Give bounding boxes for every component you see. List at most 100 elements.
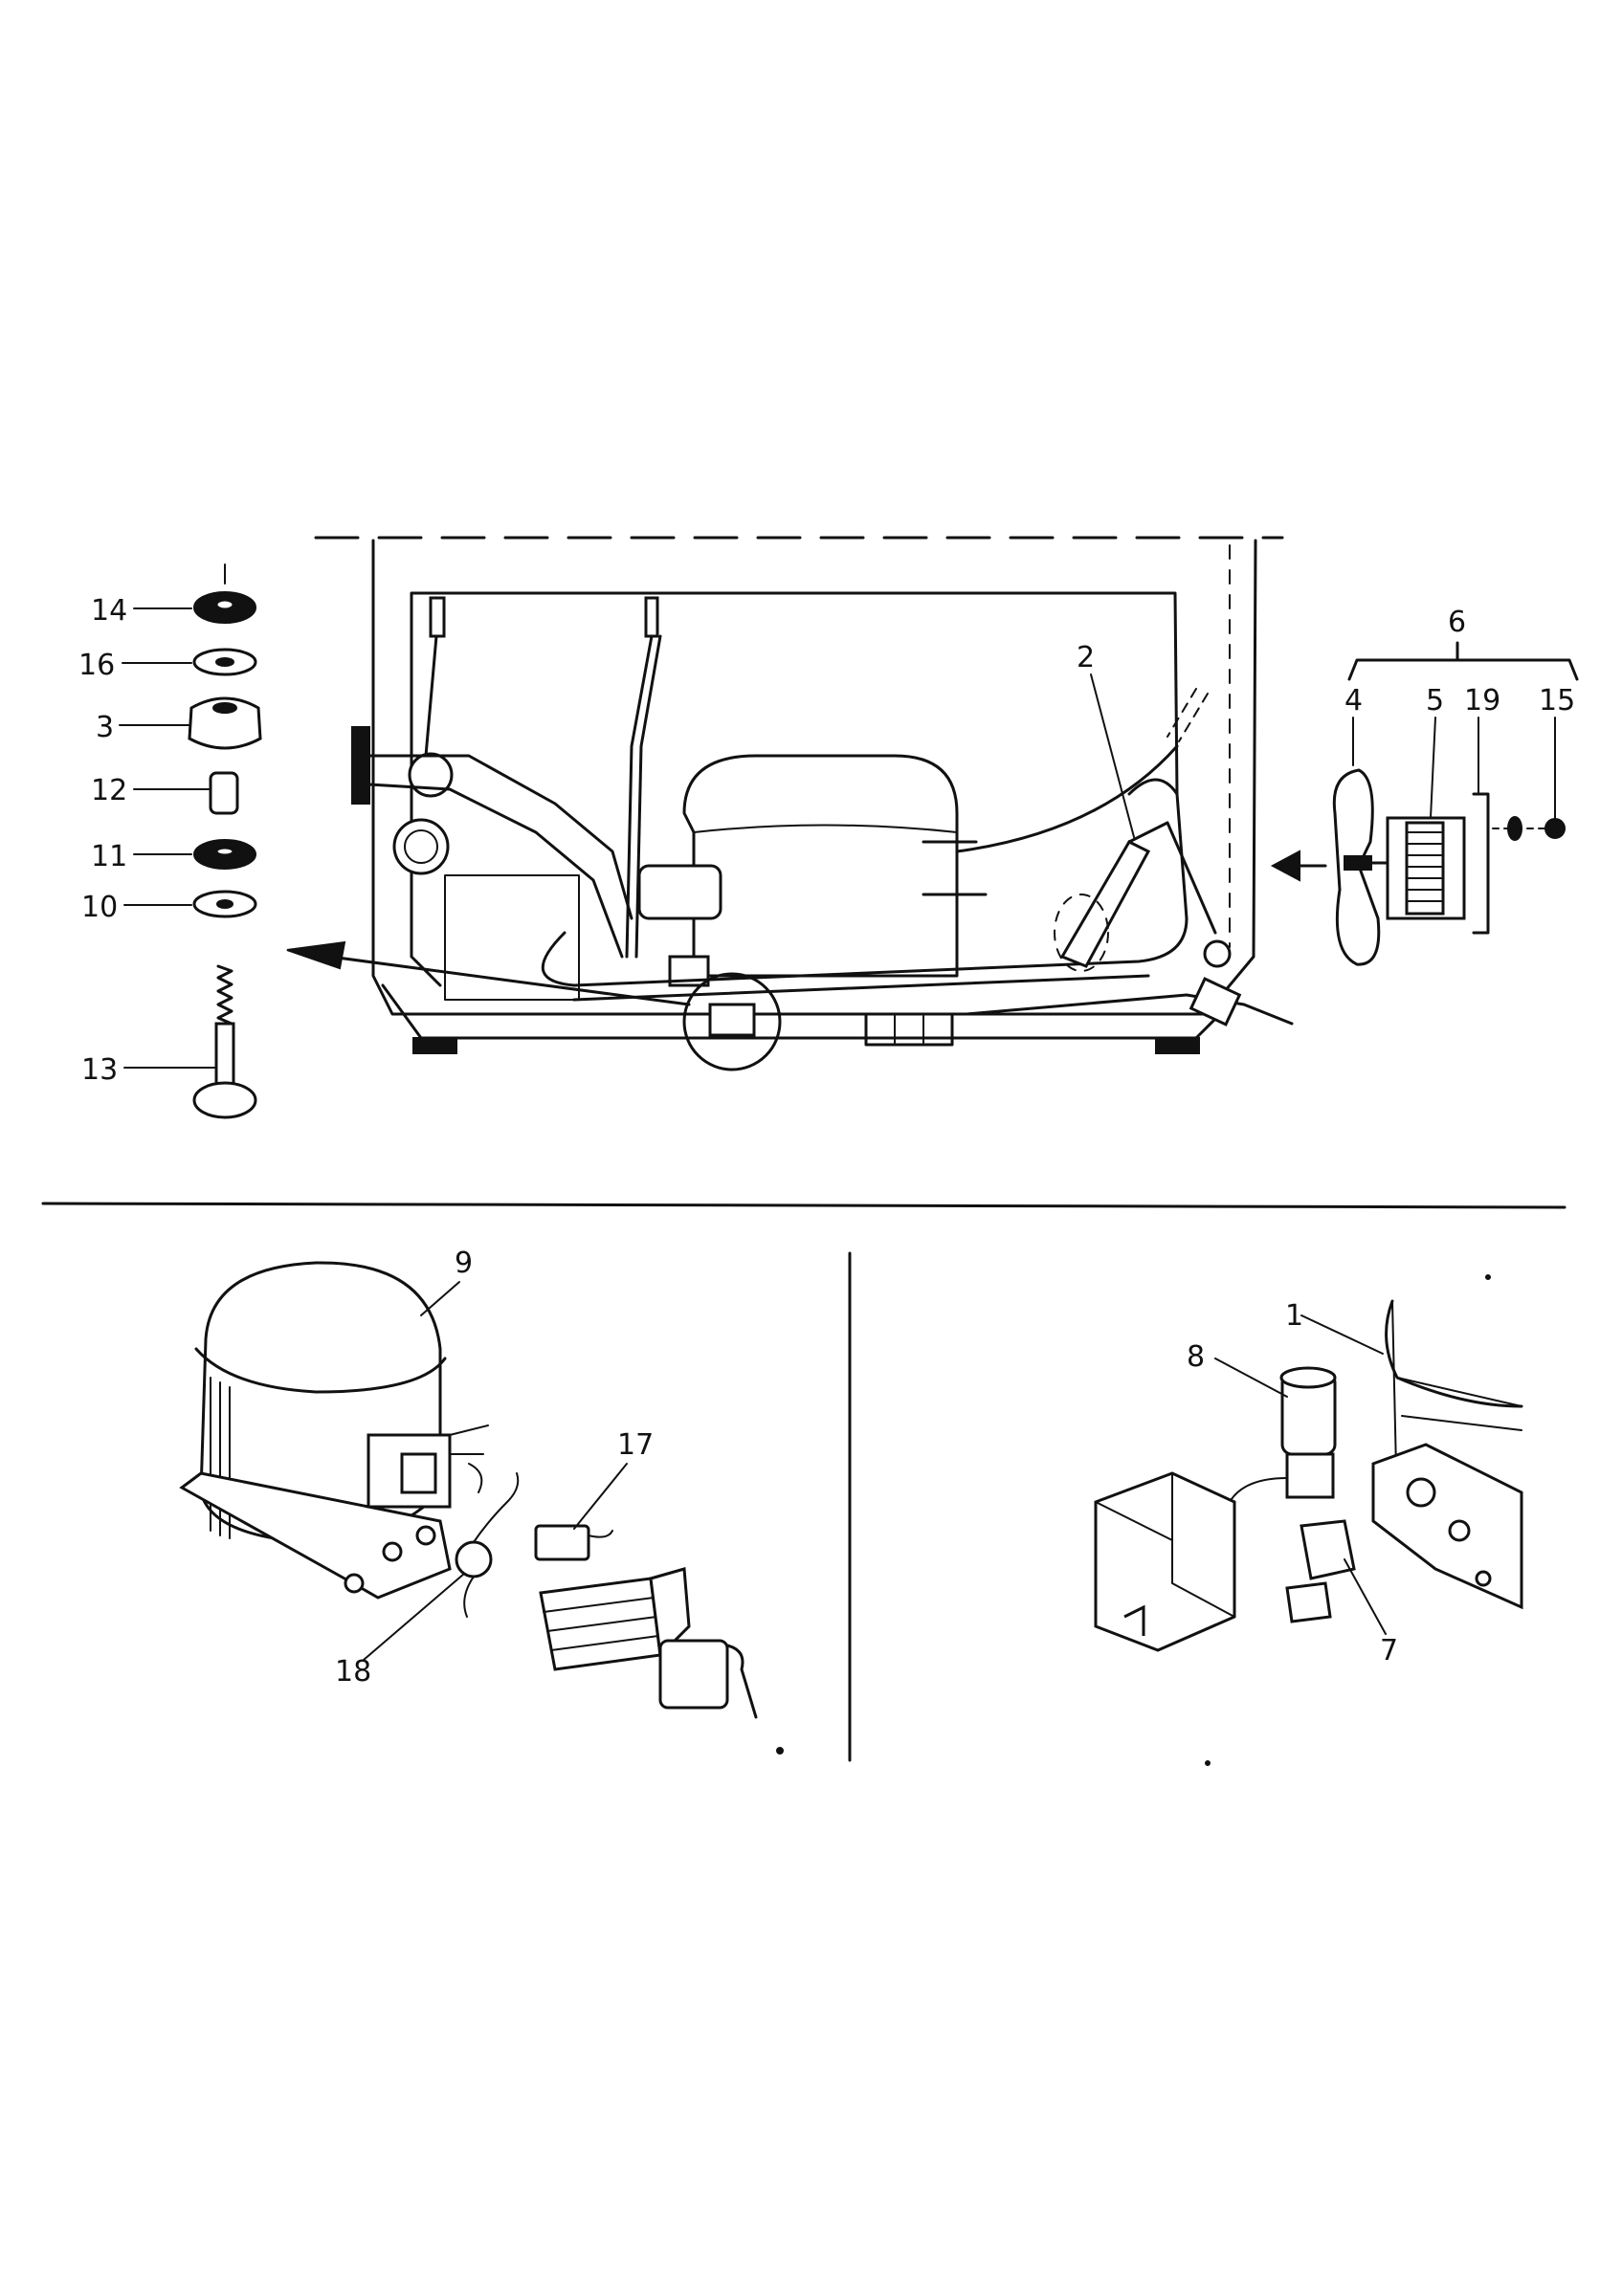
mounting-stack bbox=[188, 563, 262, 1119]
cabinet-compressor-dome bbox=[682, 754, 959, 978]
cabinet-inner-frame bbox=[410, 591, 1179, 987]
cabinet-base-box bbox=[864, 1012, 954, 1047]
part-8-capacitor-top bbox=[1279, 1366, 1337, 1389]
part-1-hatch bbox=[1396, 1377, 1522, 1431]
leader-9 bbox=[420, 1281, 460, 1316]
leader-1 bbox=[1300, 1314, 1384, 1355]
capillary-tube bbox=[625, 634, 654, 959]
part-12-sleeve bbox=[209, 771, 239, 815]
pointer-arrow-left-line bbox=[328, 955, 691, 1006]
part-14-hole bbox=[214, 598, 235, 611]
label-4: 4 bbox=[1344, 684, 1363, 718]
part-8-capacitor-bracket bbox=[1285, 1452, 1335, 1499]
filter-drier bbox=[1059, 840, 1151, 968]
label-16: 16 bbox=[78, 649, 115, 682]
label-14: 14 bbox=[91, 594, 127, 628]
pointer-arrow-fan-head bbox=[1270, 850, 1300, 882]
label-6: 6 bbox=[1448, 606, 1466, 639]
part-13-bolt-thread bbox=[216, 964, 233, 1026]
part-16-hole bbox=[215, 657, 234, 667]
drier-dashed-outline bbox=[1054, 894, 1109, 972]
part-5-coil-windings bbox=[1408, 831, 1442, 902]
mounting-bracket-plate bbox=[1371, 1443, 1523, 1610]
pointer-arrow-left-head bbox=[286, 940, 346, 970]
valve-riser-tube bbox=[424, 634, 438, 758]
wall-hatch bbox=[1167, 688, 1209, 742]
part-11-hole bbox=[214, 846, 235, 857]
valve-coil-inner bbox=[404, 829, 438, 864]
part-18-wire-2 bbox=[463, 1576, 475, 1618]
leader-17 bbox=[573, 1463, 628, 1530]
speck-3 bbox=[1205, 1760, 1211, 1766]
relay-cover bbox=[658, 1639, 729, 1710]
part-17-wire bbox=[588, 1530, 613, 1538]
circled-detail bbox=[682, 972, 782, 1071]
leader-8 bbox=[1214, 1358, 1288, 1398]
label-9: 9 bbox=[455, 1247, 473, 1280]
label-11: 11 bbox=[91, 840, 127, 873]
cabinet-rear-view bbox=[286, 536, 1294, 1071]
valve-coil bbox=[392, 818, 450, 875]
speck bbox=[776, 1747, 784, 1755]
relay-housing-layers bbox=[543, 1597, 659, 1651]
base-hole-1 bbox=[344, 1573, 365, 1594]
label-1: 1 bbox=[1285, 1299, 1303, 1333]
label-8: 8 bbox=[1187, 1340, 1205, 1374]
horizontal-separator bbox=[41, 1202, 1566, 1209]
compressor-detail-left bbox=[179, 1261, 758, 1719]
part-3-grommet bbox=[188, 696, 262, 750]
discharge-pipe bbox=[955, 744, 1179, 853]
label-7: 7 bbox=[1380, 1634, 1398, 1667]
outlet-pipe bbox=[965, 993, 1294, 1026]
label-19: 19 bbox=[1464, 684, 1500, 718]
compressor-stubs bbox=[922, 840, 988, 896]
speck-2 bbox=[1485, 1274, 1491, 1280]
relay-cover-clip bbox=[725, 1644, 758, 1719]
fan-motor-assembly bbox=[1270, 641, 1579, 966]
label-15: 15 bbox=[1539, 684, 1575, 718]
outlet-grommet bbox=[1189, 977, 1242, 1027]
compressor-base-plate bbox=[179, 1471, 452, 1600]
capillary-top-pin bbox=[644, 596, 659, 638]
part-4-hub bbox=[1344, 855, 1372, 871]
bracket-hole-2 bbox=[1448, 1519, 1471, 1542]
part-19-bracket bbox=[1472, 792, 1490, 935]
label-5: 5 bbox=[1426, 684, 1444, 718]
part-15-nut bbox=[1544, 818, 1566, 839]
cabinet-compressor-relay bbox=[637, 864, 722, 920]
relay-cover-box bbox=[1094, 1471, 1236, 1652]
label-17: 17 bbox=[617, 1428, 654, 1462]
relay-cover-edges bbox=[1095, 1472, 1235, 1618]
cabinet-base bbox=[381, 983, 1236, 1040]
part-9-seam bbox=[194, 1347, 447, 1394]
valve-top-pin bbox=[429, 596, 446, 638]
relay-housing-side bbox=[649, 1567, 691, 1659]
leader-18 bbox=[363, 1573, 465, 1661]
part-7-plug bbox=[1285, 1581, 1332, 1623]
part-10-hole bbox=[216, 899, 233, 909]
condenser-tube-return bbox=[572, 974, 1150, 1002]
drier-line bbox=[1127, 821, 1217, 935]
part-18-overload bbox=[455, 1540, 493, 1578]
label-10: 10 bbox=[81, 891, 118, 924]
part-8-wire bbox=[1229, 1477, 1288, 1503]
part-18-wire bbox=[473, 1472, 520, 1543]
label-2: 2 bbox=[1077, 641, 1095, 674]
part-5-motor-coil bbox=[1405, 821, 1445, 916]
cabinet-foot-left bbox=[412, 1037, 457, 1054]
leader-2 bbox=[1090, 673, 1135, 838]
relay-cover-notch bbox=[1123, 1604, 1145, 1636]
terminal-clip bbox=[468, 1463, 483, 1493]
condenser-tube-loop bbox=[541, 778, 1189, 987]
label-13: 13 bbox=[81, 1053, 118, 1087]
compressor-detail-right bbox=[1094, 1299, 1523, 1652]
circled-detail-part bbox=[708, 1003, 756, 1037]
part-17-relay bbox=[534, 1524, 590, 1561]
label-18: 18 bbox=[335, 1655, 371, 1689]
part-13-bolt-head bbox=[192, 1081, 257, 1119]
terminal-box-inner bbox=[400, 1452, 437, 1494]
label-3: 3 bbox=[96, 711, 114, 744]
group-6-bracket bbox=[1347, 658, 1579, 681]
valve-body bbox=[408, 752, 454, 798]
